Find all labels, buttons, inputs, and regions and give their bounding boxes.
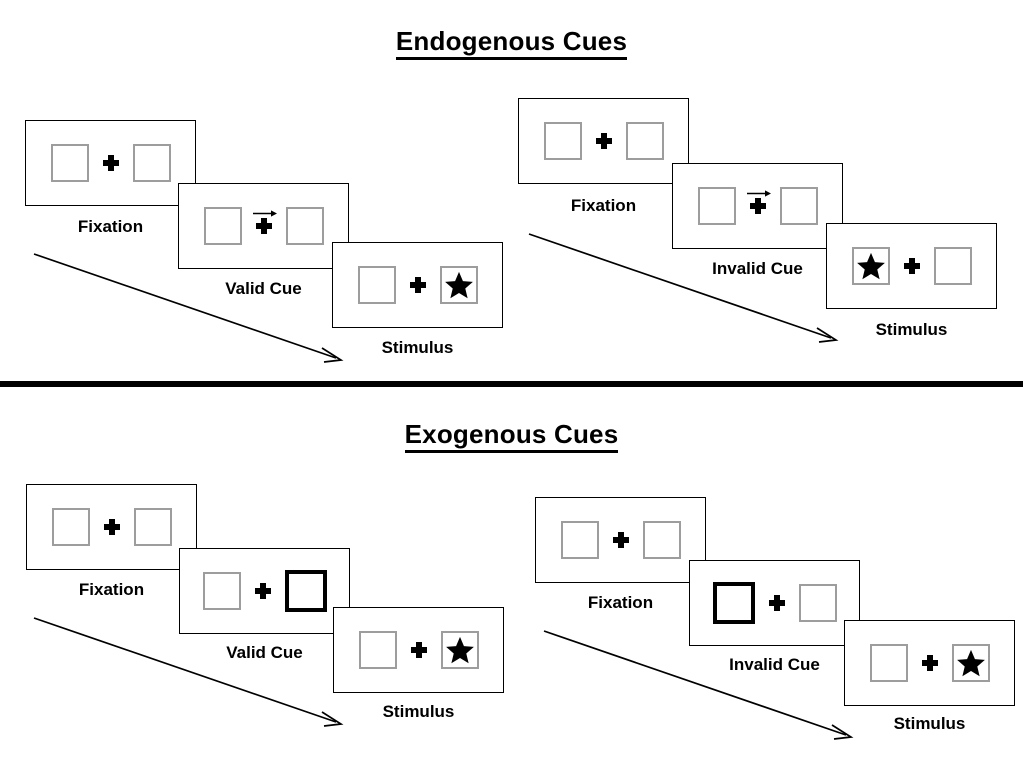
placeholder-box-left	[51, 508, 90, 546]
fixation-cross-icon	[102, 155, 119, 171]
placeholder-box-left	[50, 144, 89, 182]
caption-invalid-cue: Invalid Cue	[712, 259, 803, 278]
exogenous-section-title: Exogenous Cues	[0, 419, 1023, 453]
placeholder-box-right	[933, 247, 972, 285]
endogenous-invalid-cue-panel	[672, 163, 843, 249]
caption-fixation: Fixation	[78, 580, 145, 599]
endogenous-section-title: Endogenous Cues	[0, 26, 1023, 60]
caption-stimulus: Stimulus	[381, 338, 454, 357]
time-arrow-icon	[528, 233, 839, 343]
caption-fixation: Fixation	[587, 593, 654, 612]
placeholder-box-right	[642, 521, 681, 559]
placeholder-box-right	[779, 187, 818, 225]
placeholder-box-right	[625, 122, 664, 160]
caption-stimulus: Stimulus	[875, 320, 948, 339]
placeholder-box-right	[798, 584, 837, 622]
exogenous-invalid-stimulus-panel	[844, 620, 1015, 706]
fixation-cross-icon	[103, 519, 120, 535]
caption-valid-cue: Valid Cue	[226, 643, 303, 662]
exogenous-cue-box-left	[712, 582, 755, 624]
arrow-cue-right-icon	[252, 210, 277, 217]
exogenous-cue-box-right	[284, 570, 327, 612]
fixation-cross-icon	[903, 258, 920, 274]
stimulus-box-right	[951, 644, 990, 682]
stimulus-box-left	[851, 247, 890, 285]
stimulus-box-right	[440, 631, 479, 669]
exogenous-title-text: Exogenous Cues	[404, 419, 619, 453]
time-arrow-icon	[33, 617, 344, 727]
placeholder-box-left	[697, 187, 736, 225]
exogenous-valid-stimulus-panel	[333, 607, 504, 693]
exogenous-invalid-fixation-panel	[535, 497, 706, 583]
endogenous-valid-cue-panel	[178, 183, 349, 269]
placeholder-box-left	[560, 521, 599, 559]
endogenous-invalid-fixation-panel	[518, 98, 689, 184]
center-column	[746, 187, 771, 225]
stimulus-box-right	[439, 266, 478, 304]
fixation-cross-icon	[254, 583, 271, 599]
caption-stimulus: Stimulus	[893, 714, 966, 733]
center-column	[409, 266, 426, 304]
star-stimulus-icon	[444, 271, 473, 299]
star-stimulus-icon	[956, 649, 985, 677]
placeholder-box-left	[543, 122, 582, 160]
fixation-cross-icon	[612, 532, 629, 548]
endogenous-title-text: Endogenous Cues	[395, 26, 628, 60]
endogenous-valid-stimulus-panel	[332, 242, 503, 328]
placeholder-box-left	[869, 644, 908, 682]
fixation-cross-icon	[595, 133, 612, 149]
caption-fixation: Fixation	[570, 196, 637, 215]
exogenous-valid-cue-panel	[179, 548, 350, 634]
fixation-cross-icon	[410, 642, 427, 658]
center-column	[252, 207, 277, 245]
placeholder-box-left	[357, 266, 396, 304]
center-column	[768, 584, 785, 622]
center-column	[410, 631, 427, 669]
center-column	[103, 508, 120, 546]
center-column	[595, 122, 612, 160]
star-stimulus-icon	[856, 252, 885, 280]
fixation-cross-icon	[255, 218, 272, 234]
center-column	[903, 247, 920, 285]
placeholder-box-right	[285, 207, 324, 245]
placeholder-box-left	[358, 631, 397, 669]
exogenous-invalid-cue-panel	[689, 560, 860, 646]
endogenous-valid-fixation-panel	[25, 120, 196, 206]
caption-valid-cue: Valid Cue	[225, 279, 302, 298]
time-arrow-icon	[543, 630, 854, 740]
center-column	[102, 144, 119, 182]
placeholder-box-left	[202, 572, 241, 610]
placeholder-box-left	[203, 207, 242, 245]
placeholder-box-right	[132, 144, 171, 182]
star-stimulus-icon	[445, 636, 474, 664]
center-column	[254, 572, 271, 610]
fixation-cross-icon	[768, 595, 785, 611]
caption-invalid-cue: Invalid Cue	[729, 655, 820, 674]
section-divider	[0, 381, 1023, 387]
fixation-cross-icon	[409, 277, 426, 293]
endogenous-invalid-stimulus-panel	[826, 223, 997, 309]
exogenous-valid-fixation-panel	[26, 484, 197, 570]
center-column	[612, 521, 629, 559]
caption-stimulus: Stimulus	[382, 702, 455, 721]
caption-fixation: Fixation	[77, 217, 144, 236]
placeholder-box-right	[133, 508, 172, 546]
time-arrow-icon	[33, 253, 344, 363]
arrow-cue-right-icon	[746, 190, 771, 197]
fixation-cross-icon	[749, 198, 766, 214]
center-column	[921, 644, 938, 682]
fixation-cross-icon	[921, 655, 938, 671]
